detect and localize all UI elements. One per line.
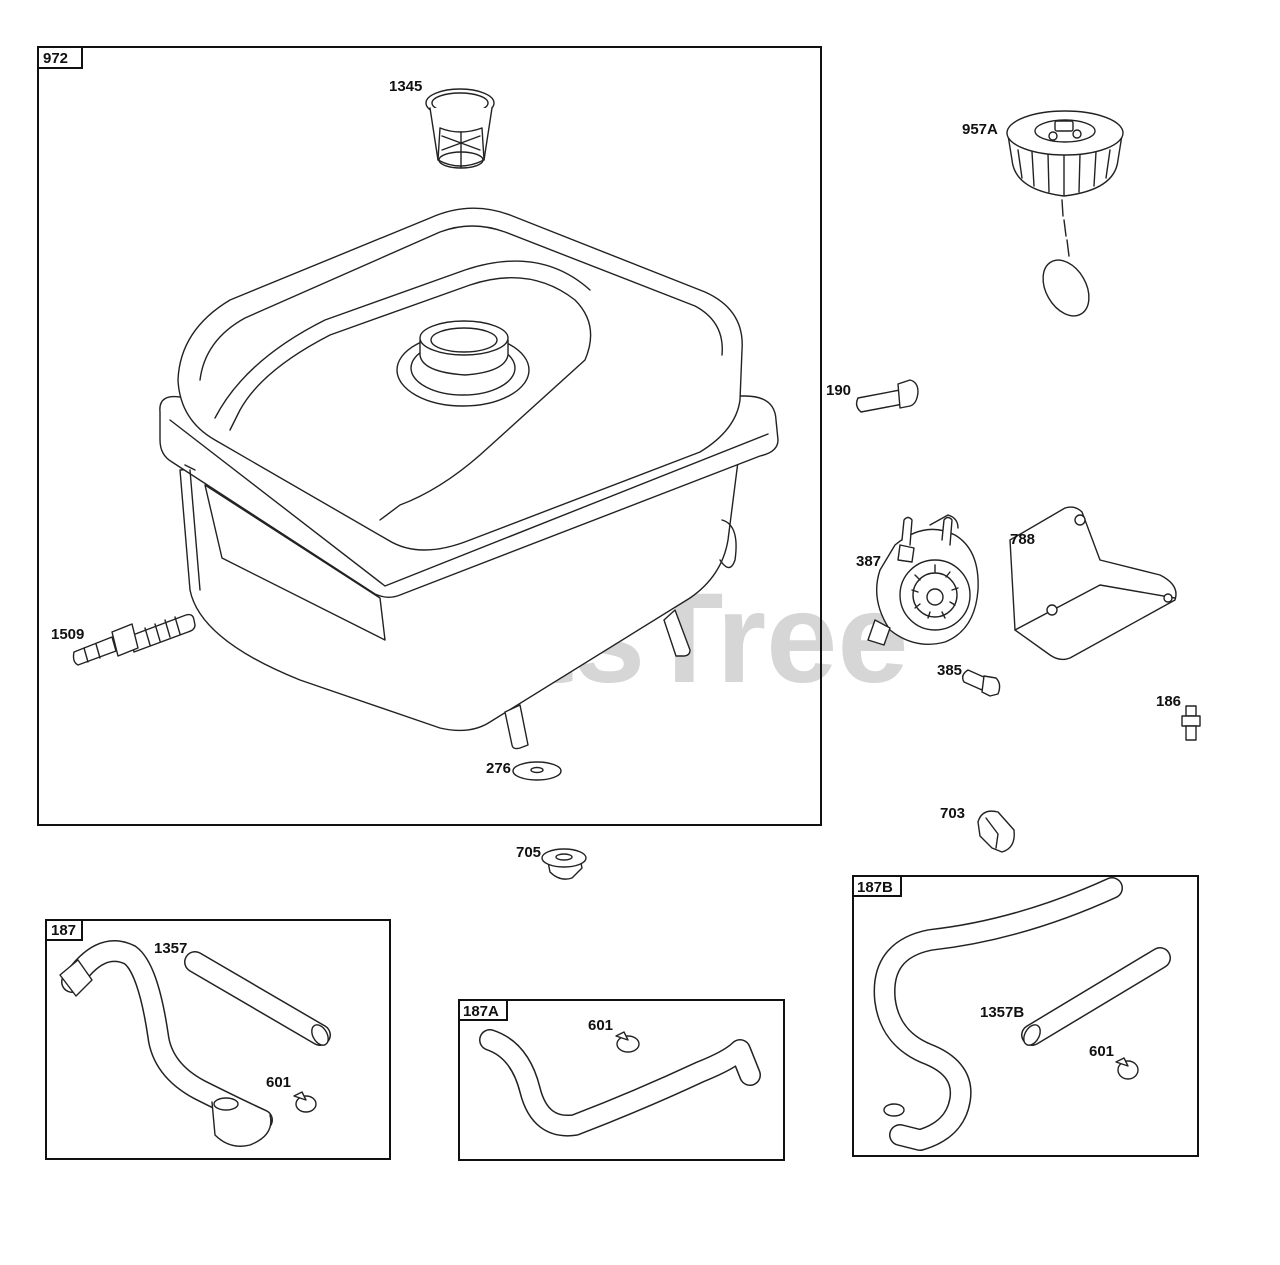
mounting-bracket[interactable] [1009,506,1177,661]
hose-187A[interactable] [479,1029,761,1137]
box-972: 972 [37,46,822,826]
hose-1357B[interactable] [1020,947,1171,1048]
clip-703[interactable] [977,810,1015,853]
callout-705: 705 [516,844,541,861]
callout-387: 387 [856,553,881,570]
box-187-tag: 187 [51,922,76,939]
box-187A: 187A [458,999,785,1161]
washer[interactable] [512,761,562,781]
callout-1357: 1357 [154,940,187,957]
box-187B-tag: 187B [857,879,893,896]
callout-957A: 957A [962,121,998,138]
clamp-187A[interactable] [615,1031,640,1053]
box-972-tag: 972 [43,50,68,67]
callout-1357B: 1357B [980,1004,1024,1021]
fuel-tank[interactable] [159,207,779,750]
callout-703: 703 [940,805,965,822]
bolt-385[interactable] [961,669,1001,697]
callout-601-187: 601 [266,1074,291,1091]
clamp-187B[interactable] [1115,1057,1139,1080]
fuel-cap[interactable] [1006,110,1124,324]
callout-186: 186 [1156,693,1181,710]
callout-601-187A: 601 [588,1017,613,1034]
callout-190: 190 [826,382,851,399]
callout-385: 385 [937,662,962,679]
hose-187[interactable] [59,940,273,1147]
fuel-strainer[interactable] [425,88,495,169]
box-187: 187 [45,919,391,1160]
box-187A-tag: 187A [463,1003,499,1020]
box-187B: 187B [852,875,1199,1157]
callout-276: 276 [486,760,511,777]
callout-601-187B: 601 [1089,1043,1114,1060]
fuel-pump[interactable] [867,514,979,646]
shutoff-valve[interactable] [72,613,196,666]
callout-1509: 1509 [51,626,84,643]
hose-1357[interactable] [184,951,332,1048]
fitting-186[interactable] [1181,705,1201,741]
bolt-190[interactable] [855,379,919,413]
nut-705[interactable] [541,848,587,880]
clamp-187[interactable] [293,1091,317,1113]
callout-1345: 1345 [389,78,422,95]
hose-187B[interactable] [873,877,1123,1151]
callout-788: 788 [1010,531,1035,548]
